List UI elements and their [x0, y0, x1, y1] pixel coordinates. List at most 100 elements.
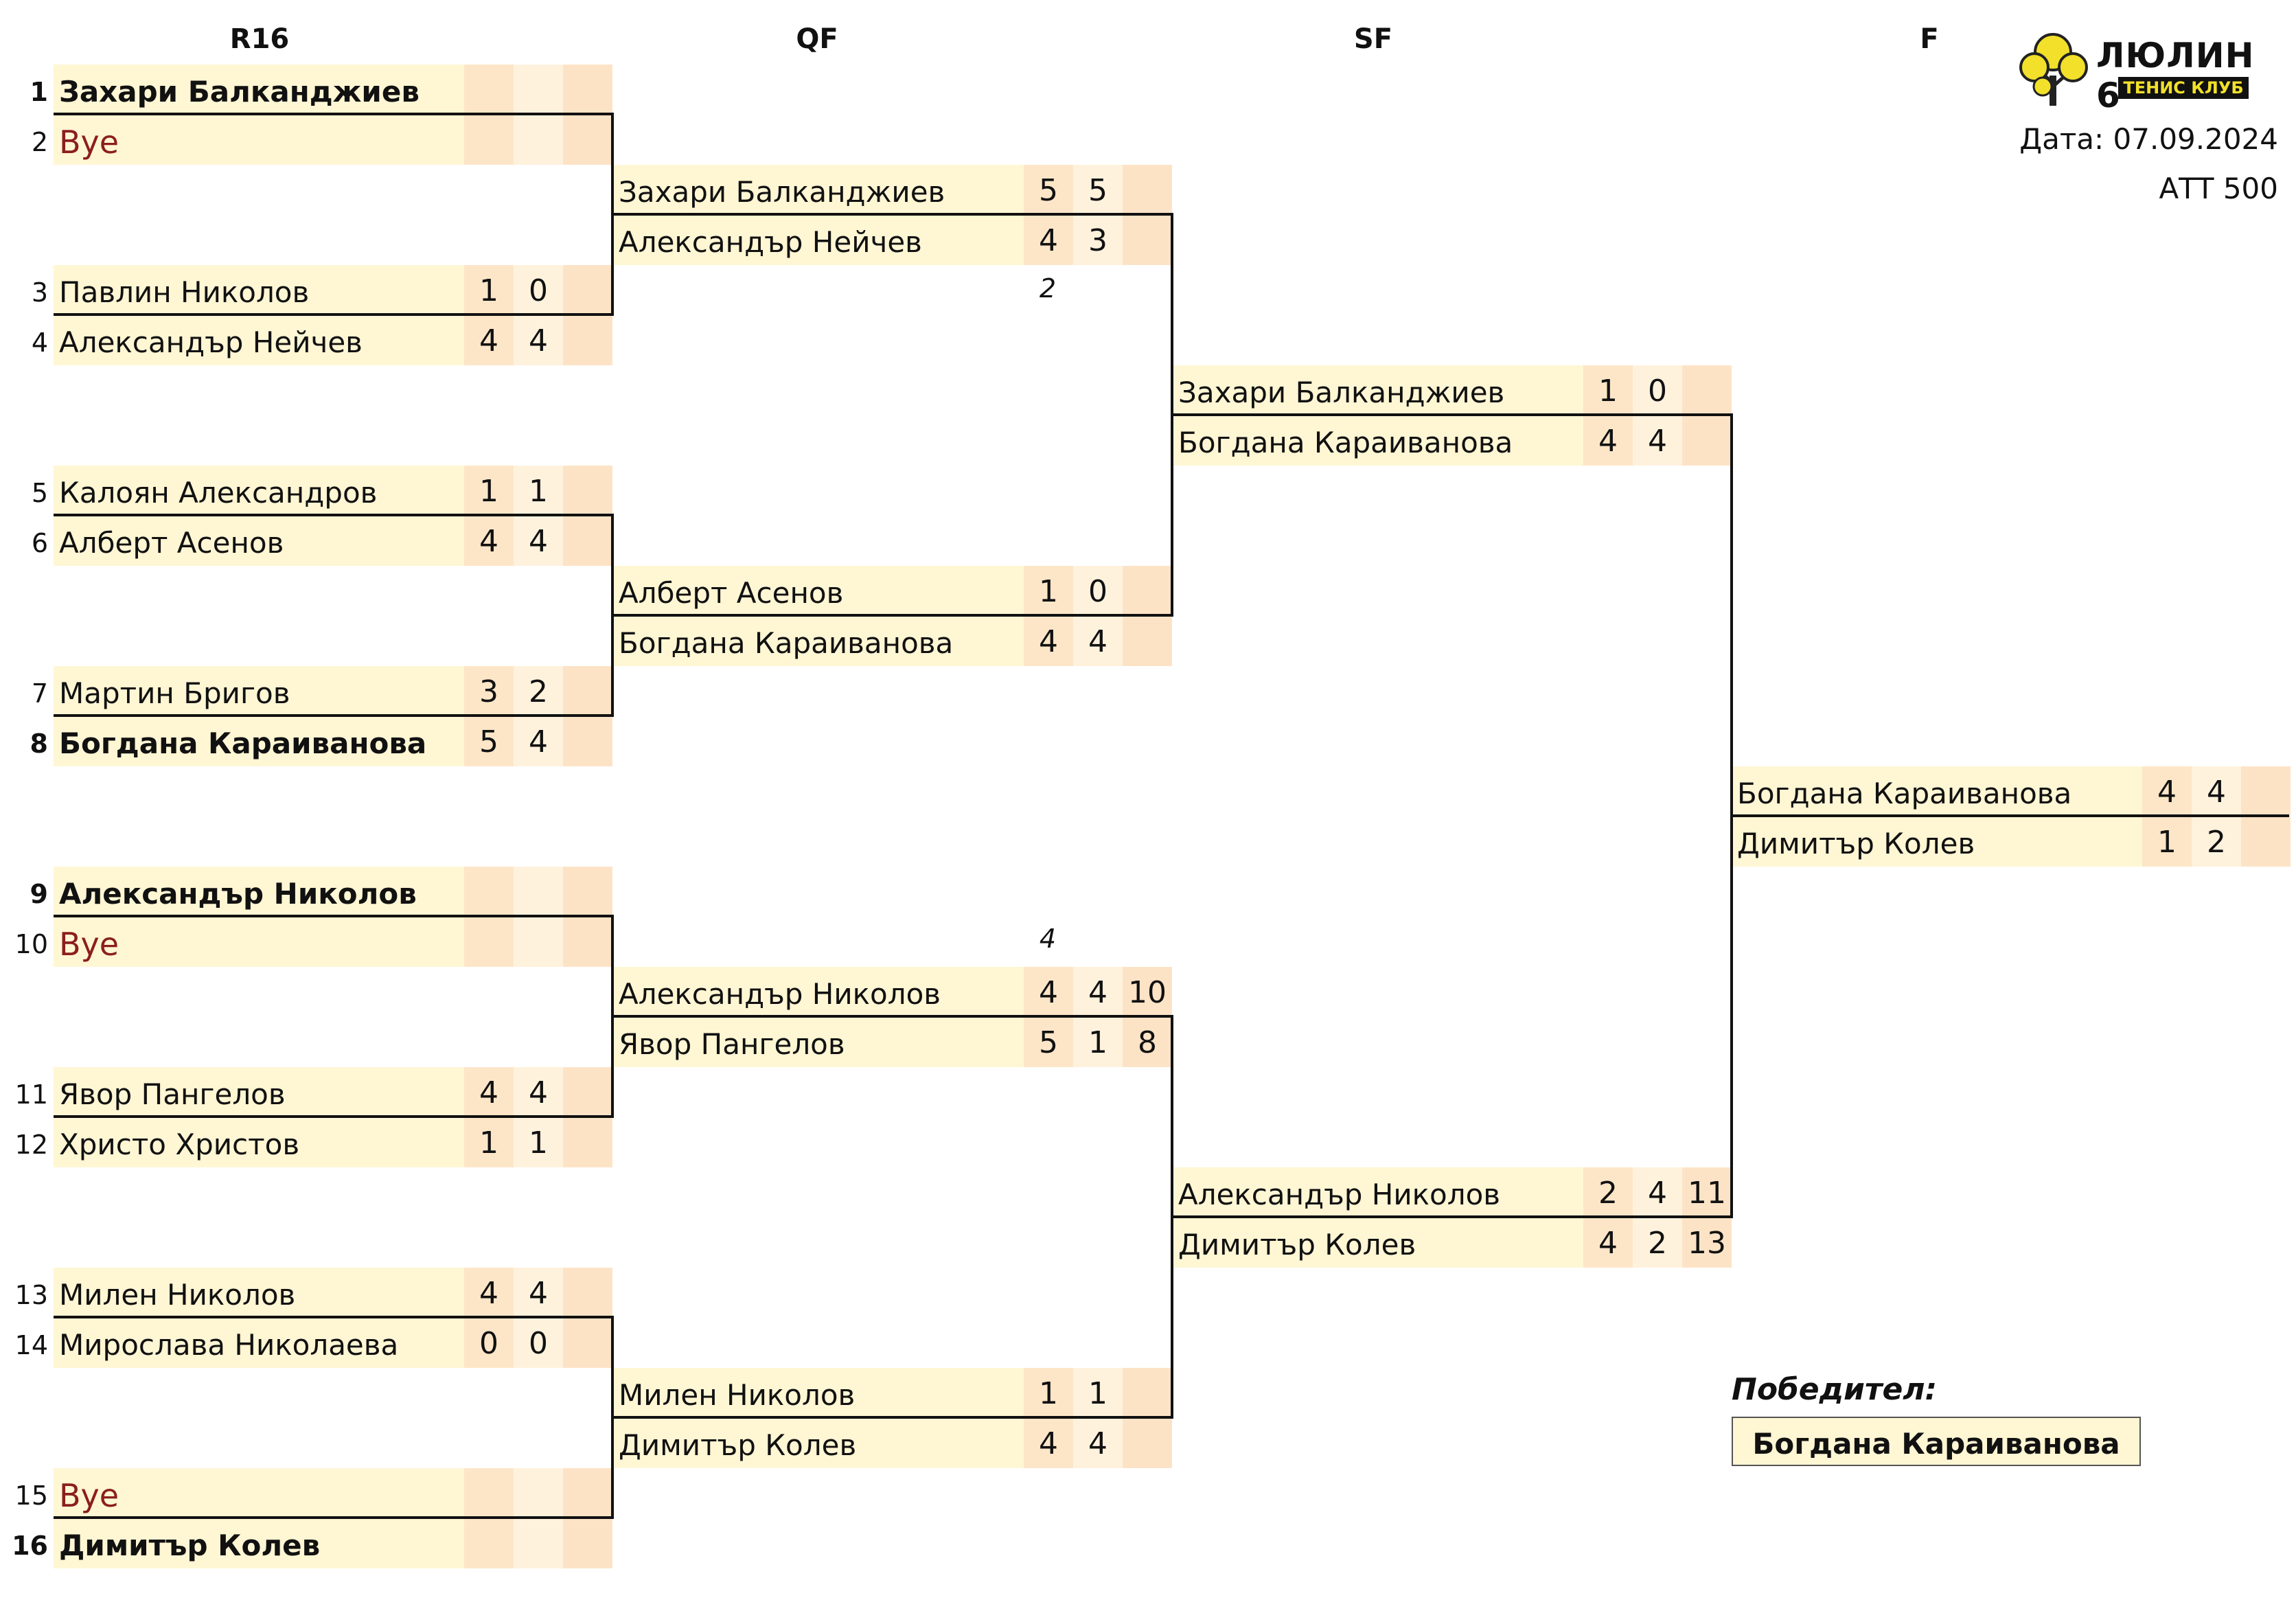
bracket-line — [54, 1516, 614, 1519]
set-score: 5 — [1024, 1017, 1073, 1067]
set-score: 5 — [1024, 165, 1073, 215]
set-score: 5 — [464, 716, 514, 766]
set-score — [563, 1468, 612, 1518]
set-score: 0 — [1073, 566, 1123, 616]
set-score: 1 — [514, 466, 563, 516]
player-name: Димитър Колев — [613, 1418, 1024, 1468]
set-score — [1123, 1418, 1172, 1468]
set-score — [563, 315, 612, 365]
set-score — [464, 1518, 514, 1568]
set-score — [464, 115, 514, 165]
round-header-qf: QF — [796, 23, 838, 55]
set-score: 4 — [1024, 215, 1073, 265]
set-score: 1 — [2142, 816, 2192, 867]
set-score — [514, 1518, 563, 1568]
set-score: 4 — [1073, 1418, 1123, 1468]
player-name: Захари Балканджиев — [613, 165, 1024, 215]
set-score: 10 — [1123, 967, 1172, 1017]
bracket-line — [1171, 213, 1173, 617]
seed-number: 8 — [30, 729, 48, 759]
set-score — [514, 115, 563, 165]
set-score: 4 — [1583, 1218, 1633, 1268]
player-name: Павлин Николов — [54, 265, 464, 315]
set-score — [563, 65, 612, 115]
bracket-line — [613, 1015, 1173, 1018]
set-score: 4 — [514, 1268, 563, 1318]
player-name: Явор Пангелов — [613, 1017, 1024, 1067]
set-score — [1123, 1368, 1172, 1418]
player-name: Александър Николов — [1173, 1167, 1583, 1218]
set-score: 1 — [1583, 365, 1633, 415]
set-score — [563, 1268, 612, 1318]
set-score: 4 — [1073, 616, 1123, 666]
player-name: Богдана Караиванова — [1173, 415, 1583, 466]
set-score: 4 — [1024, 1418, 1073, 1468]
set-score: 3 — [1073, 215, 1123, 265]
tree-icon — [2019, 33, 2088, 106]
bracket-line — [1173, 1215, 1733, 1218]
player-name: Димитър Колев — [1173, 1218, 1583, 1268]
set-score — [563, 1067, 612, 1117]
set-score — [563, 1318, 612, 1368]
player-name: Александър Николов — [613, 967, 1024, 1017]
set-score — [563, 917, 612, 967]
seed-number: 14 — [14, 1330, 48, 1360]
set-score: 1 — [1073, 1017, 1123, 1067]
set-score — [1682, 415, 1732, 466]
set-score — [563, 867, 612, 917]
set-score: 1 — [464, 466, 514, 516]
set-score: 1 — [1024, 1368, 1073, 1418]
set-score: 0 — [514, 265, 563, 315]
set-score: 3 — [464, 666, 514, 716]
set-score — [1123, 616, 1172, 666]
set-score: 5 — [1073, 165, 1123, 215]
player-name: Алберт Асенов — [54, 516, 464, 566]
player-name: Богдана Караиванова — [613, 616, 1024, 666]
bracket-line — [54, 714, 614, 717]
player-name: Мирослава Николаева — [54, 1318, 464, 1368]
seed-number: 7 — [31, 678, 48, 709]
tournament-category: АТТ 500 — [2159, 172, 2278, 205]
tournament-date: Дата: 07.09.2024 — [2019, 122, 2278, 156]
set-score — [563, 716, 612, 766]
set-score: 2 — [514, 666, 563, 716]
set-score: 1 — [1073, 1368, 1123, 1418]
bracket-line — [613, 1416, 1173, 1419]
set-score: 1 — [1024, 566, 1073, 616]
player-name: Александър Нейчев — [613, 215, 1024, 265]
set-score: 4 — [514, 716, 563, 766]
player-name: Богдана Караиванова — [1732, 766, 2142, 816]
club-logo: ЛЮЛИН 6 ТЕНИС КЛУБ — [2015, 27, 2276, 115]
set-score: 4 — [464, 315, 514, 365]
round-header-r16: R16 — [229, 23, 290, 55]
set-score — [514, 65, 563, 115]
seed-number: 2 — [31, 127, 48, 157]
player-name: Калоян Александров — [54, 466, 464, 516]
player-name: Захари Балканджиев — [1173, 365, 1583, 415]
seed-number: 10 — [14, 929, 48, 959]
set-score: 0 — [514, 1318, 563, 1368]
set-score — [1123, 165, 1172, 215]
player-name: Алберт Асенов — [613, 566, 1024, 616]
set-score: 13 — [1682, 1218, 1732, 1268]
set-score: 2 — [1583, 1167, 1633, 1218]
seed-number: 16 — [12, 1531, 48, 1561]
set-score: 8 — [1123, 1017, 1172, 1067]
set-score — [563, 516, 612, 566]
set-score: 4 — [2192, 766, 2241, 816]
seed-number: 13 — [14, 1280, 48, 1310]
match-note: 2 — [1039, 273, 1057, 304]
bracket-line — [54, 514, 614, 516]
set-score: 4 — [1073, 967, 1123, 1017]
set-score: 1 — [514, 1117, 563, 1167]
seed-number: 4 — [31, 328, 48, 358]
seed-number: 5 — [31, 478, 48, 508]
logo-subtitle: ТЕНИС КЛУБ — [2118, 77, 2249, 99]
set-score — [1123, 566, 1172, 616]
player-name: Bye — [54, 115, 464, 165]
set-score — [563, 115, 612, 165]
set-score: 4 — [514, 1067, 563, 1117]
player-name: Bye — [54, 917, 464, 967]
bracket-line — [1171, 1015, 1173, 1419]
set-score: 11 — [1682, 1167, 1732, 1218]
